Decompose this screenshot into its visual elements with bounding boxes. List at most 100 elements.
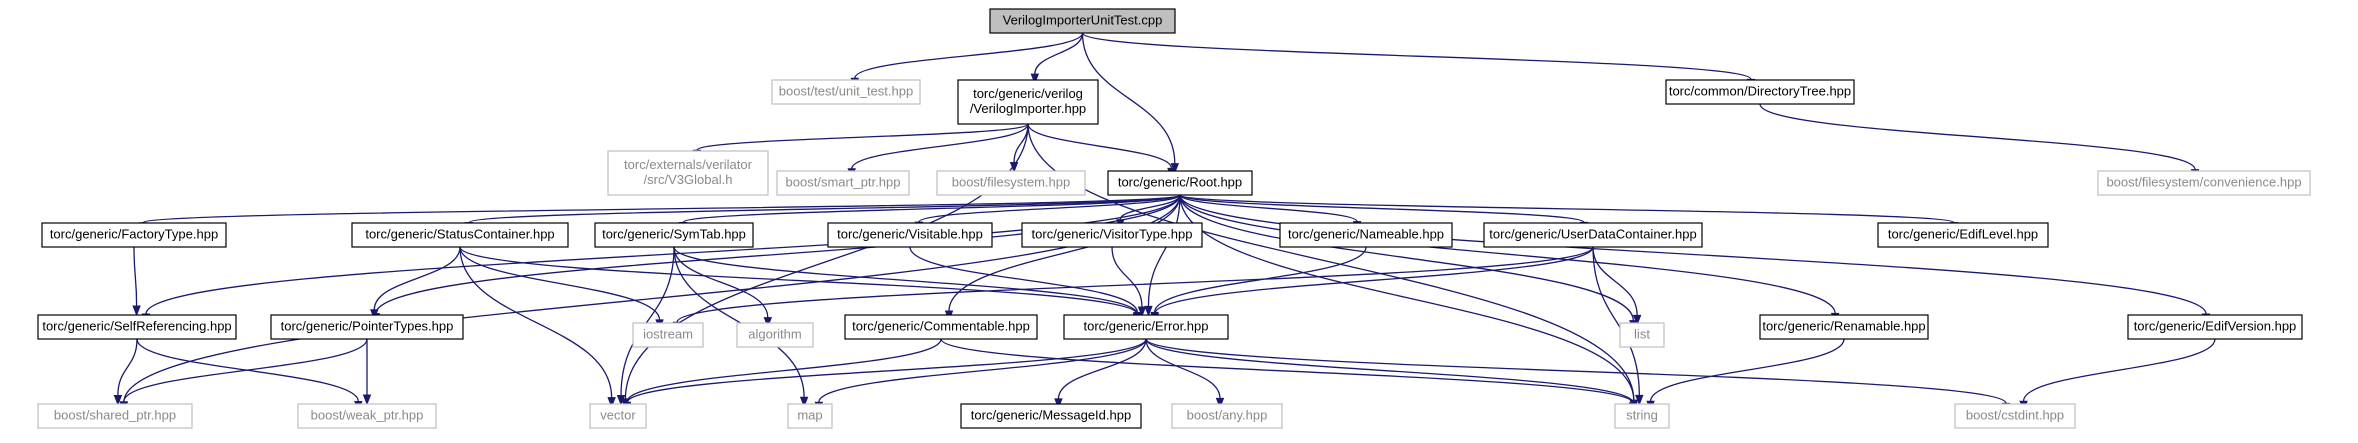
- node-iostream: iostream: [632, 322, 704, 348]
- node-factory-type[interactable]: torc/generic/FactoryType.hpp: [41, 222, 227, 248]
- node-box: [351, 222, 569, 248]
- node-label: torc/common/DirectoryTree.hpp: [1669, 83, 1851, 98]
- node-box: [1021, 222, 1203, 248]
- node-weak-ptr: boost/weak_ptr.hpp: [297, 403, 437, 429]
- node-visitor-type[interactable]: torc/generic/VisitorType.hpp: [1021, 222, 1203, 248]
- node-label: torc/generic/Renamable.hpp: [1762, 318, 1925, 333]
- node-box: [297, 403, 437, 429]
- node-box: [37, 403, 193, 429]
- node-verilog-importer[interactable]: torc/generic/verilog/VerilogImporter.hpp: [957, 79, 1099, 125]
- node-box: [594, 222, 754, 248]
- node-user-data-container[interactable]: torc/generic/UserDataContainer.hpp: [1483, 222, 1703, 248]
- node-box: [1619, 322, 1665, 348]
- node-label: torc/generic/StatusContainer.hpp: [365, 226, 554, 241]
- edge-directory_tree-to-convenience: [1759, 103, 2200, 181]
- node-box: [589, 403, 647, 429]
- node-box: [607, 150, 769, 196]
- node-nameable[interactable]: torc/generic/Nameable.hpp: [1279, 222, 1453, 248]
- node-renamable[interactable]: torc/generic/Renamable.hpp: [1759, 314, 1929, 340]
- edge-pointer_types-to-shared_ptr: [119, 338, 368, 413]
- node-label: /VerilogImporter.hpp: [970, 101, 1086, 116]
- node-box: [960, 403, 1142, 429]
- node-box: [771, 79, 921, 105]
- node-label: string: [1626, 407, 1658, 422]
- node-label: boost/test/unit_test.hpp: [779, 83, 913, 98]
- edge-symtab-to-algorithm: [673, 246, 773, 328]
- node-label: boost/any.hpp: [1187, 407, 1268, 422]
- node-box: [1614, 403, 1670, 429]
- node-box: [989, 8, 1176, 34]
- edge-status_container-to-error: [459, 246, 1142, 325]
- edge-root_cpp-to-unit_test: [850, 32, 1084, 89]
- node-commentable[interactable]: torc/generic/Commentable.hpp: [844, 314, 1038, 340]
- node-box: [827, 222, 993, 248]
- node-visitable[interactable]: torc/generic/Visitable.hpp: [827, 222, 993, 248]
- node-box: [2097, 170, 2311, 196]
- node-label: torc/generic/Root.hpp: [1118, 174, 1242, 189]
- node-label: torc/generic/SymTab.hpp: [602, 226, 746, 241]
- node-self-referencing[interactable]: torc/generic/SelfReferencing.hpp: [37, 314, 237, 340]
- nodes-layer: VerilogImporterUnitTest.cpp boost/test/un…: [37, 8, 2311, 429]
- node-label: vector: [600, 407, 636, 422]
- node-box: [41, 222, 227, 248]
- edge-root_cpp-to-verilog_importer: [1030, 32, 1084, 85]
- node-error[interactable]: torc/generic/Error.hpp: [1063, 314, 1229, 340]
- node-status-container[interactable]: torc/generic/StatusContainer.hpp: [351, 222, 569, 248]
- node-list: list: [1619, 322, 1665, 348]
- edge-error-to-map: [814, 338, 1147, 413]
- node-label: torc/generic/Error.hpp: [1083, 318, 1208, 333]
- edge-visitor_type-to-error: [1111, 246, 1147, 318]
- edge-commentable-to-string: [940, 338, 1638, 414]
- node-label: boost/cstdint.hpp: [1966, 407, 2064, 422]
- edge-self_referencing-to-shared_ptr: [113, 338, 138, 406]
- node-label: torc/generic/VisitorType.hpp: [1032, 226, 1193, 241]
- node-label: torc/generic/MessageId.hpp: [971, 407, 1131, 422]
- node-box: [1877, 222, 2049, 248]
- node-box: [632, 322, 704, 348]
- node-label: torc/generic/Nameable.hpp: [1288, 226, 1444, 241]
- node-edif-version[interactable]: torc/generic/EdifVersion.hpp: [2127, 314, 2303, 340]
- node-label: torc/generic/SelfReferencing.hpp: [42, 318, 231, 333]
- node-any: boost/any.hpp: [1171, 403, 1283, 429]
- node-pointer-types[interactable]: torc/generic/PointerTypes.hpp: [270, 314, 464, 340]
- node-box: [1063, 314, 1229, 340]
- node-label: list: [1634, 326, 1650, 341]
- node-label: torc/generic/Commentable.hpp: [852, 318, 1030, 333]
- node-label: algorithm: [748, 326, 801, 341]
- edge-status_container-to-vector: [459, 246, 616, 409]
- edge-user_data_container-to-list: [1592, 246, 1642, 326]
- node-directory-tree[interactable]: torc/common/DirectoryTree.hpp: [1665, 79, 1855, 105]
- node-root-hpp[interactable]: torc/generic/Root.hpp: [1107, 170, 1253, 196]
- node-convenience: boost/filesystem/convenience.hpp: [2097, 170, 2311, 196]
- node-box: [776, 170, 910, 196]
- node-label: boost/filesystem.hpp: [952, 174, 1071, 189]
- node-label: boost/filesystem/convenience.hpp: [2106, 174, 2301, 189]
- edge-verilog_importer-to-root_hpp: [1027, 123, 1176, 179]
- edge-visitable-to-error: [909, 246, 1142, 323]
- node-label: torc/externals/verilator: [624, 157, 753, 172]
- node-root-cpp[interactable]: VerilogImporterUnitTest.cpp: [989, 8, 1176, 34]
- edge-self_referencing-to-weak_ptr: [136, 338, 363, 412]
- node-edif-level[interactable]: torc/generic/EdifLevel.hpp: [1877, 222, 2049, 248]
- node-box: [1171, 403, 1283, 429]
- node-filesystem: boost/filesystem.hpp: [936, 170, 1086, 196]
- node-algorithm: algorithm: [736, 322, 814, 348]
- node-label: boost/shared_ptr.hpp: [54, 407, 176, 422]
- node-label: torc/generic/Visitable.hpp: [837, 226, 983, 241]
- node-message-id[interactable]: torc/generic/MessageId.hpp: [960, 403, 1142, 429]
- node-string: string: [1614, 403, 1670, 429]
- node-box: [1665, 79, 1855, 105]
- edge-user_data_container-to-error: [1150, 246, 1594, 325]
- node-symtab[interactable]: torc/generic/SymTab.hpp: [594, 222, 754, 248]
- node-unit-test: boost/test/unit_test.hpp: [771, 79, 921, 105]
- node-label: torc/generic/UserDataContainer.hpp: [1489, 226, 1696, 241]
- node-box: [270, 314, 464, 340]
- node-label: iostream: [643, 326, 693, 341]
- node-label: boost/weak_ptr.hpp: [311, 407, 424, 422]
- node-box: [37, 314, 237, 340]
- node-shared-ptr: boost/shared_ptr.hpp: [37, 403, 193, 429]
- node-box: [736, 322, 814, 348]
- edge-error-to-vector: [622, 338, 1147, 414]
- node-label: torc/generic/EdifLevel.hpp: [1888, 226, 2038, 241]
